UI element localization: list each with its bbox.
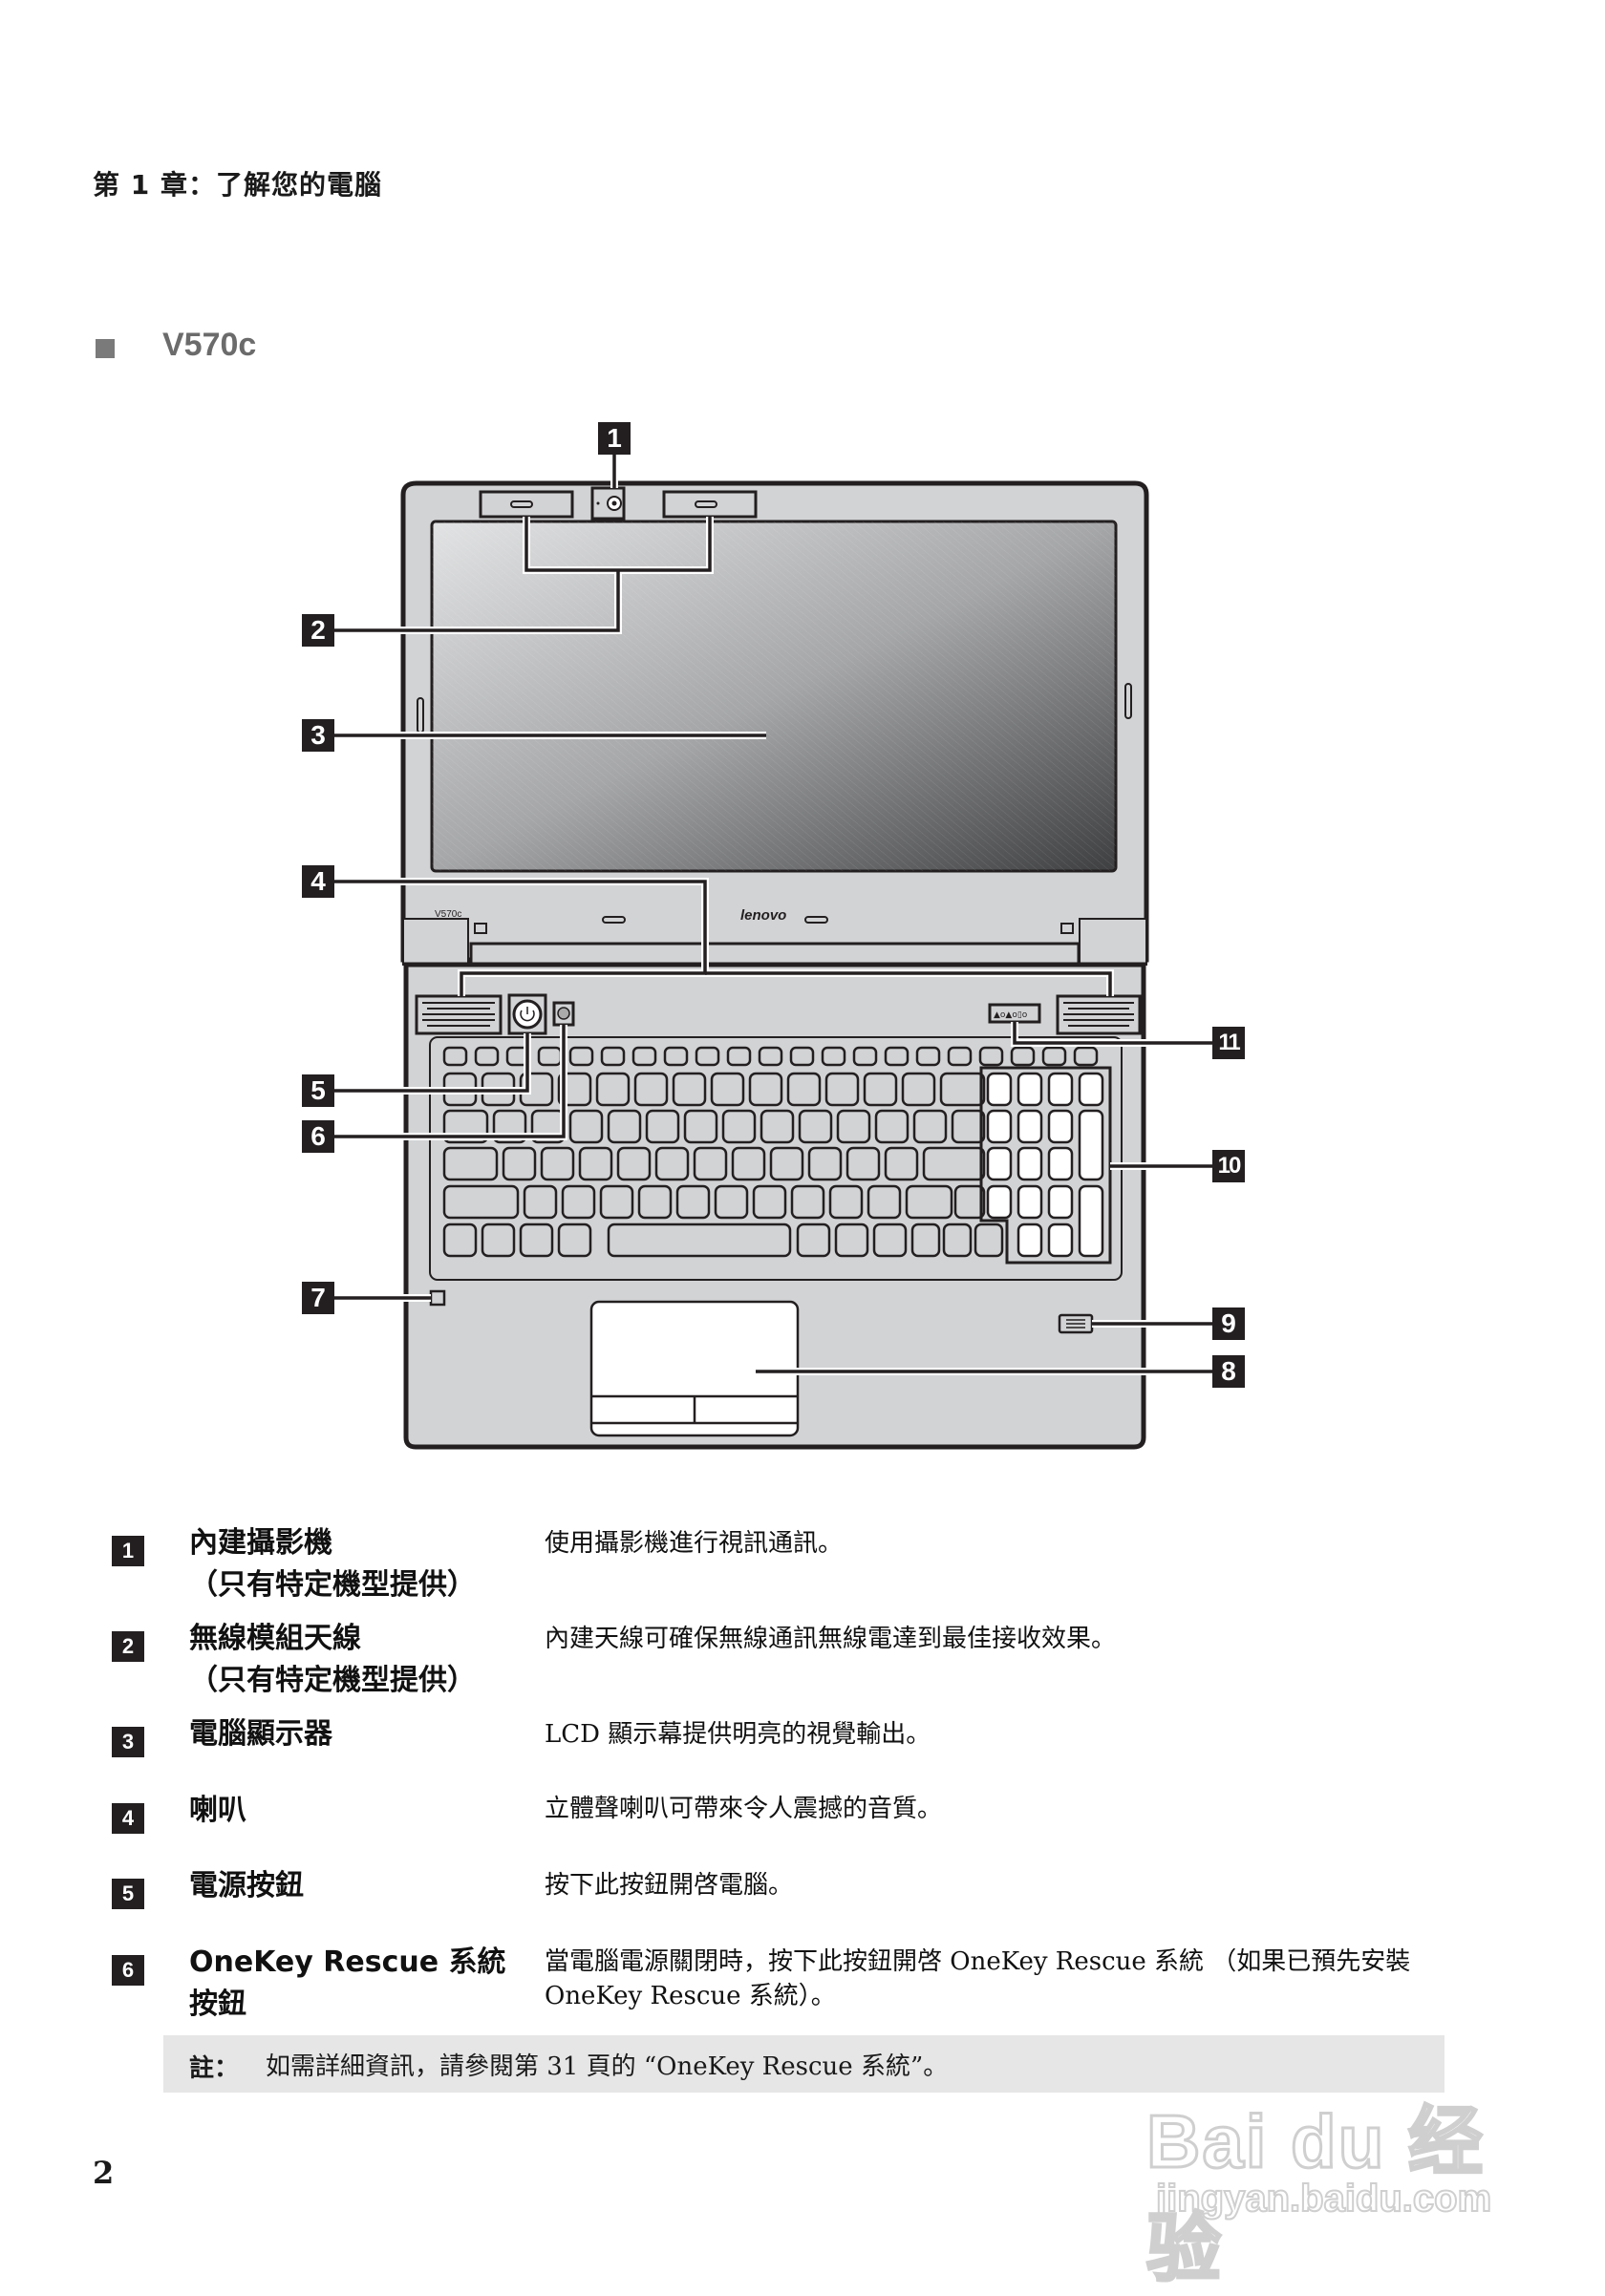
component-description: LCD 顯示幕提供明亮的視覺輸出。: [545, 1720, 931, 1749]
note-label: 註：: [189, 2054, 240, 2083]
callout-3: 3: [302, 719, 334, 752]
touchpad: [589, 1300, 800, 1437]
row-number: 1: [112, 1536, 144, 1566]
component-description: 按下此按鈕開啓電腦。: [545, 1871, 794, 1900]
keyboard: [442, 1046, 1099, 1258]
row-number: 5: [112, 1879, 144, 1909]
watermark-url: jingyan.baidu.com: [1155, 2177, 1492, 2221]
callout-10: 10: [1212, 1150, 1245, 1182]
right-speaker-grille: [1056, 994, 1142, 1035]
component-name: 喇叭: [189, 1794, 246, 1827]
chapter-title: 第 1 章：了解您的電腦: [93, 169, 382, 201]
system-status-indicator-icon: [429, 1289, 446, 1307]
callout-5: 5: [302, 1074, 334, 1107]
onekey-rescue-icon: [552, 1001, 575, 1027]
component-description: 立體聲喇叭可帶來令人震撼的音質。: [545, 1795, 943, 1823]
laptop-diagram: V570c lenovo: [334, 455, 1212, 1450]
callout-8: 8: [1212, 1355, 1245, 1388]
status-indicators-icon: ▲o▲o▯o: [988, 1003, 1041, 1024]
component-name: 無線模組天線 （只有特定機型提供）: [189, 1622, 476, 1697]
component-name: 電源按鈕: [189, 1869, 304, 1903]
section-bullet-icon: [96, 339, 115, 358]
callout-7: 7: [302, 1282, 334, 1314]
row-number: 2: [112, 1631, 144, 1662]
component-description: 使用攝影機進行視訊通訊。: [545, 1529, 844, 1558]
callout-2: 2: [302, 614, 334, 647]
note-box: [163, 2035, 1444, 2093]
laptop-lid: V570c lenovo: [400, 480, 1149, 963]
component-name: 電腦顯示器: [189, 1717, 332, 1751]
note-text: 如需詳細資訊，請參閱第 31 頁的 “OneKey Rescue 系統”。: [266, 2052, 949, 2081]
baidu-watermark: Bai du 经验 jingyan.baidu.com: [1145, 2044, 1548, 2292]
section-title: V570c: [162, 327, 257, 363]
callout-11: 11: [1212, 1027, 1245, 1059]
fingerprint-reader-icon: [1058, 1313, 1094, 1334]
component-description: 內建天線可確保無線通訊無線電達到最佳接收效果。: [545, 1625, 1117, 1653]
callout-4: 4: [302, 865, 334, 898]
component-description: 當電腦電源關閉時，按下此按鈕開啓 OneKey Rescue 系統 （如果已預先…: [545, 1947, 1411, 2010]
row-number: 4: [112, 1803, 144, 1834]
svg-text:lenovo: lenovo: [740, 907, 786, 924]
callout-6: 6: [302, 1120, 334, 1153]
component-name: 內建攝影機 （只有特定機型提供）: [189, 1526, 476, 1602]
power-button-icon: [507, 993, 547, 1035]
left-speaker-grille: [415, 994, 503, 1035]
svg-text:V570c: V570c: [435, 909, 461, 920]
callout-9: 9: [1212, 1307, 1245, 1340]
row-number: 3: [112, 1727, 144, 1757]
callout-1: 1: [598, 422, 631, 455]
svg-text:▲o▲o▯o: ▲o▲o▯o: [994, 1010, 1028, 1020]
component-name: OneKey Rescue 系統 按鈕: [189, 1945, 506, 2021]
laptop-base: ▲o▲o▯o: [403, 962, 1146, 1450]
row-number: 6: [112, 1955, 144, 1986]
page-number: 2: [93, 2155, 115, 2191]
numeric-keypad: [986, 1072, 1104, 1258]
